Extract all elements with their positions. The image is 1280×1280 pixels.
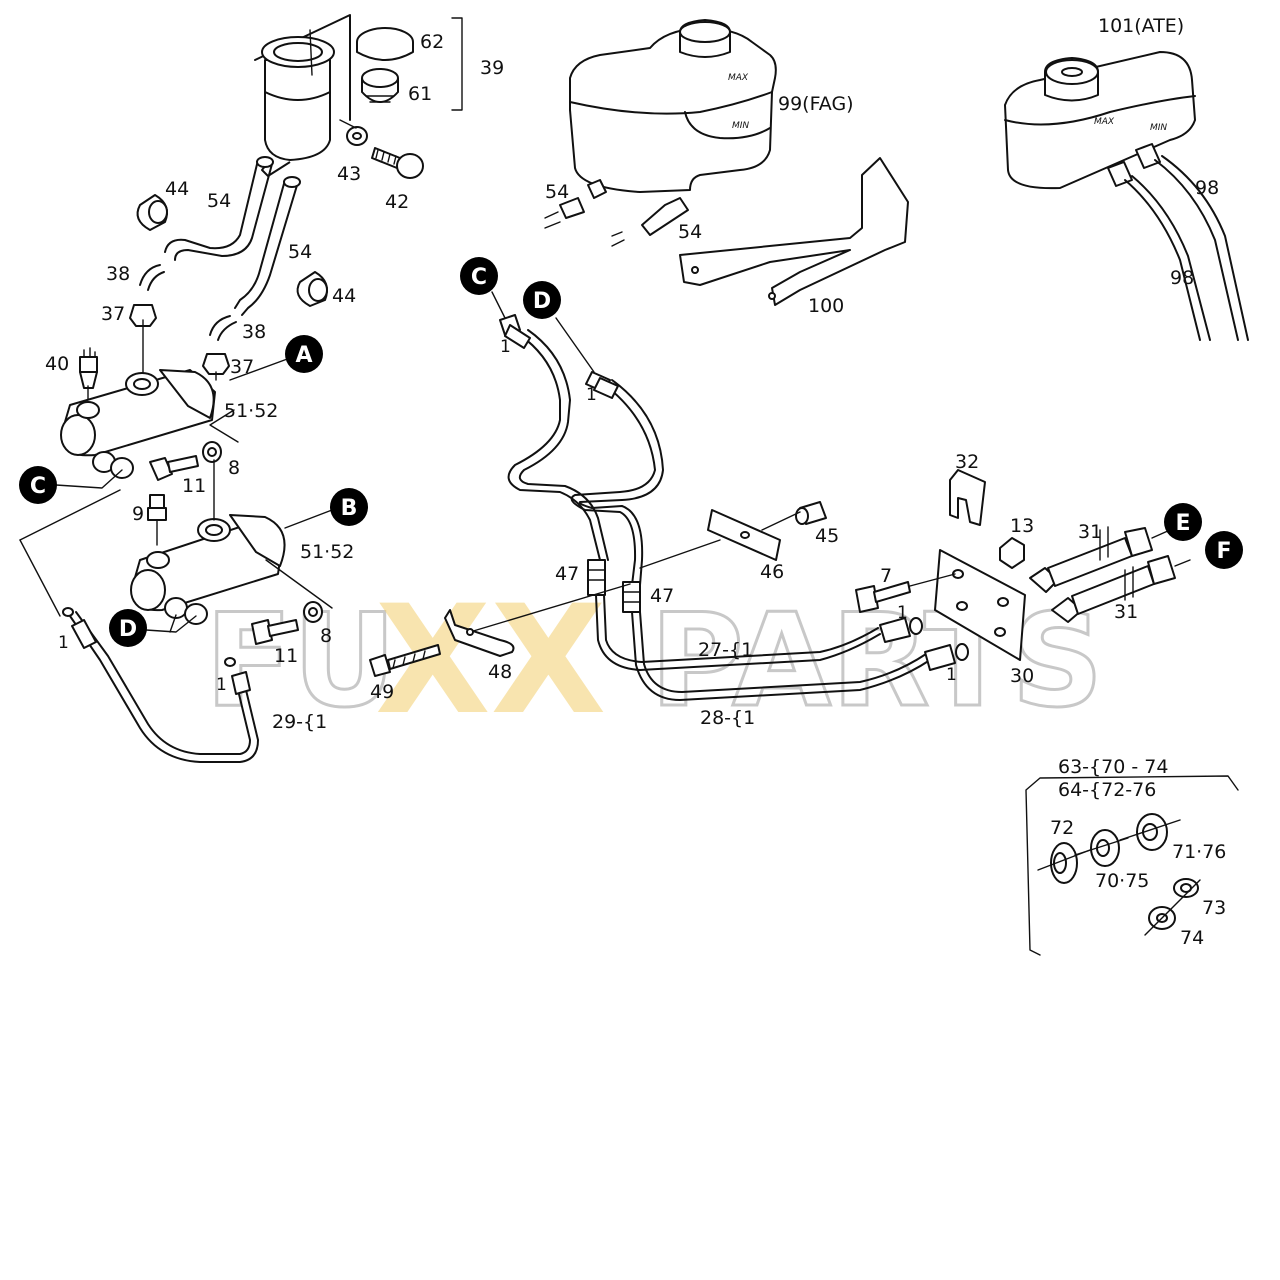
- label-7: 7: [880, 565, 892, 587]
- reservoir-99-max-marking: MAX: [728, 73, 749, 83]
- label-54-left: 54: [207, 190, 231, 212]
- marker-e: E: [1164, 503, 1202, 541]
- watermark-parts: PARTS: [650, 587, 1103, 736]
- label-29: 29-{1: [272, 711, 327, 733]
- reservoir-101-min-marking: MIN: [1150, 123, 1167, 133]
- master-cylinder-lower: [130, 459, 333, 645]
- label-44-right: 44: [332, 285, 356, 307]
- label-47-right: 47: [650, 585, 674, 607]
- label-44-top: 44: [165, 178, 189, 200]
- marker-e-letter: E: [1175, 511, 1190, 536]
- label-13: 13: [1010, 515, 1034, 537]
- label-70-75: 70·75: [1095, 870, 1149, 892]
- label-37-right: 37: [230, 356, 254, 378]
- marker-c-left: C: [19, 466, 123, 504]
- marker-f: F: [1205, 531, 1243, 569]
- label-72: 72: [1050, 817, 1074, 839]
- label-100: 100: [808, 295, 844, 317]
- label-1-pipe29-left: 1: [58, 633, 69, 653]
- reservoir-assembly-top-left: [254, 14, 463, 179]
- marker-a-letter: A: [295, 343, 312, 368]
- label-43: 43: [337, 163, 361, 185]
- label-46: 46: [760, 561, 784, 583]
- label-99-fag: 99(FAG): [778, 93, 854, 115]
- label-1-fitting-lower: 1: [946, 665, 957, 685]
- distribution-plate-assembly: [855, 469, 1191, 661]
- label-73: 73: [1202, 897, 1226, 919]
- label-1-d-line: 1: [586, 385, 597, 405]
- label-49: 49: [370, 681, 394, 703]
- label-9: 9: [132, 503, 144, 525]
- reference-markers: A B C D C D E: [19, 257, 1243, 647]
- marker-d-center-letter: D: [533, 289, 551, 314]
- repair-kit-63-64: [1025, 775, 1239, 956]
- label-98-lower: 98: [1170, 267, 1194, 289]
- marker-d-center: D: [523, 281, 595, 373]
- label-51-52-lower: 51·52: [300, 541, 354, 563]
- reservoir-101-max-marking: MAX: [1094, 117, 1115, 127]
- label-47-left: 47: [555, 563, 579, 585]
- marker-d-left: D: [109, 609, 197, 647]
- label-32: 32: [955, 451, 979, 473]
- label-40: 40: [45, 353, 69, 375]
- label-1-c-line: 1: [500, 337, 511, 357]
- label-74: 74: [1180, 927, 1204, 949]
- label-54-fag-left: 54: [545, 181, 569, 203]
- label-39: 39: [480, 57, 504, 79]
- label-11-lower: 11: [274, 645, 298, 667]
- label-38-left: 38: [106, 263, 130, 285]
- label-64: 64-{72-76: [1058, 779, 1156, 801]
- label-71-76: 71·76: [1172, 841, 1226, 863]
- marker-c-center: C: [460, 257, 506, 319]
- label-61: 61: [408, 83, 432, 105]
- label-45: 45: [815, 525, 839, 547]
- bolt-washer-upper: [147, 409, 239, 546]
- marker-d-left-letter: D: [119, 617, 137, 642]
- master-cylinder-upper: [60, 319, 217, 479]
- marker-c-left-letter: C: [30, 474, 46, 499]
- brake-lines-center: [469, 314, 969, 701]
- marker-c-center-letter: C: [471, 265, 487, 290]
- label-54-fag-right: 54: [678, 221, 702, 243]
- marker-b-letter: B: [341, 496, 358, 521]
- label-51-52-upper: 51·52: [224, 400, 278, 422]
- mounting-parts-center: [369, 501, 827, 677]
- bracket-100: [679, 157, 909, 306]
- label-1-fitting-upper: 1: [897, 603, 908, 623]
- marker-f-letter: F: [1216, 539, 1231, 564]
- label-54-right: 54: [288, 241, 312, 263]
- reservoir-99-fag: MAX MIN: [544, 19, 777, 247]
- label-28: 28-{1: [700, 707, 755, 729]
- label-37-left: 37: [101, 303, 125, 325]
- label-62: 62: [420, 31, 444, 53]
- label-63: 63-{70 - 74: [1058, 756, 1168, 778]
- part-labels: 62 39 61 43 42 44 54 54 44 38 37 38 37 4…: [45, 15, 1226, 949]
- label-31-lower: 31: [1114, 601, 1138, 623]
- label-42: 42: [385, 191, 409, 213]
- label-1-pipe29-right: 1: [216, 675, 227, 695]
- label-27: 27-{1: [698, 639, 753, 661]
- label-30: 30: [1010, 665, 1034, 687]
- label-8-upper: 8: [228, 457, 240, 479]
- label-101-ate: 101(ATE): [1098, 15, 1184, 37]
- reservoir-hoses: [79, 156, 328, 389]
- reservoir-99-min-marking: MIN: [732, 121, 749, 131]
- label-8-lower: 8: [320, 625, 332, 647]
- label-38-right: 38: [242, 321, 266, 343]
- brake-line-29: [19, 489, 259, 763]
- label-48: 48: [488, 661, 512, 683]
- marker-a: A: [229, 335, 323, 381]
- label-31-upper: 31: [1078, 521, 1102, 543]
- label-11-upper: 11: [182, 475, 206, 497]
- marker-b: B: [284, 488, 368, 529]
- reservoir-101-ate: MAX MIN: [1004, 51, 1249, 341]
- label-98-upper: 98: [1195, 177, 1219, 199]
